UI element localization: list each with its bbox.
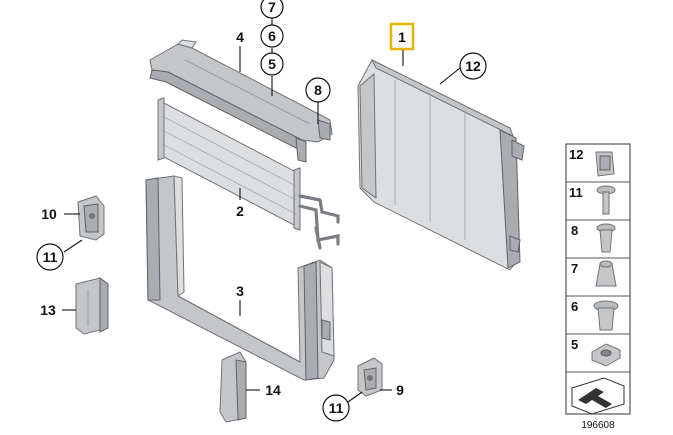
- legend-item-8: 8: [571, 223, 578, 238]
- label-11-bottom: 11: [329, 400, 344, 416]
- legend-item-5: 5: [571, 337, 578, 352]
- callout-5: 5: [260, 52, 284, 76]
- callout-8: 8: [305, 77, 331, 103]
- label-1: 1: [398, 29, 406, 45]
- callout-1-highlight: 1: [389, 22, 415, 51]
- label-2: 2: [236, 203, 244, 219]
- callout-7: 7: [260, 0, 284, 19]
- label-12: 12: [465, 58, 481, 74]
- label-10: 10: [41, 206, 57, 222]
- rivet-icon: [596, 223, 616, 253]
- screw-icon: [596, 185, 616, 215]
- clip-icon: [595, 151, 615, 177]
- label-13: 13: [40, 302, 56, 318]
- bracket-9-part: [357, 357, 383, 397]
- upper-carrier-part: [149, 39, 333, 163]
- grommet-icon: [591, 343, 621, 367]
- label-11-left: 11: [43, 249, 58, 265]
- condenser-part: [157, 97, 340, 250]
- label-8: 8: [314, 82, 322, 98]
- nut-clip-icon: [593, 300, 619, 331]
- reference-number: 196608: [581, 420, 615, 431]
- bracket-10-part: [77, 195, 105, 241]
- arrow-icon: [571, 377, 625, 415]
- callout-11-bottom: 11: [322, 394, 350, 422]
- plug-icon: [595, 260, 617, 287]
- label-14: 14: [265, 382, 281, 398]
- radiator-part: [357, 58, 525, 271]
- label-4: 4: [236, 29, 244, 45]
- legend-item-12: 12: [569, 147, 583, 162]
- callout-11-left: 11: [36, 243, 64, 271]
- legend-item-11: 11: [569, 185, 583, 200]
- label-5: 5: [268, 56, 276, 72]
- module-13-part: [75, 277, 109, 335]
- label-7: 7: [268, 0, 276, 15]
- label-9: 9: [396, 382, 404, 398]
- frame-part: [145, 175, 335, 381]
- label-3: 3: [236, 283, 244, 299]
- legend-item-7: 7: [571, 261, 578, 276]
- callout-6: 6: [260, 24, 284, 48]
- duct-14-part: [219, 351, 247, 423]
- callout-12: 12: [459, 52, 487, 80]
- legend-item-6: 6: [571, 299, 578, 314]
- legend-sheet: 12 11 8 7 6 5: [565, 143, 631, 415]
- label-6: 6: [268, 28, 276, 44]
